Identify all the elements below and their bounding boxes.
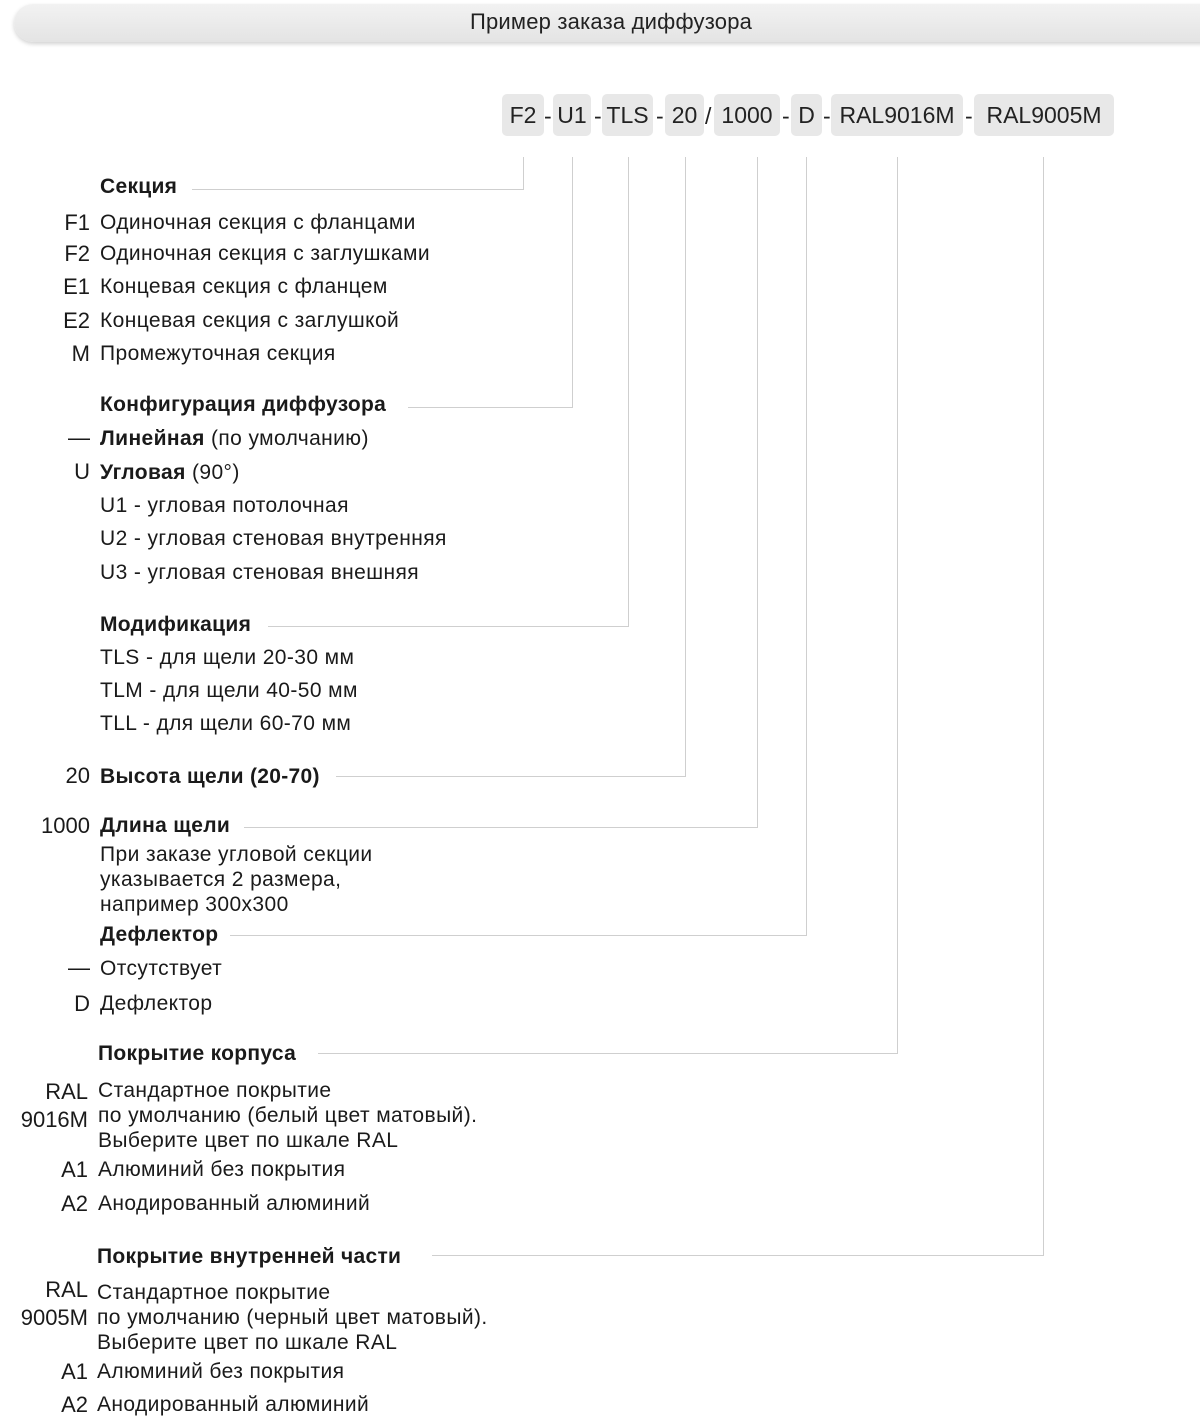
section-key-f2: F2 xyxy=(64,241,90,266)
config-key-linear: — xyxy=(68,425,90,450)
body-coating-key-a1: A1 xyxy=(61,1157,88,1182)
leader-line-section xyxy=(192,157,524,190)
inner-coating-key-a2: A2 xyxy=(61,1392,88,1417)
inner-coating-ral-text: Стандартное покрытие по умолчанию (черны… xyxy=(97,1280,488,1355)
body-coating-text-a1: Алюминий без покрытия xyxy=(98,1158,346,1181)
body-coating-ral-text: Стандартное покрытие по умолчанию (белый… xyxy=(98,1078,477,1153)
config-linear-name: Линейная xyxy=(100,427,205,450)
code-separator: - xyxy=(782,103,790,129)
code-separator: - xyxy=(656,103,664,129)
header-bar xyxy=(14,4,1200,42)
length-note: При заказе угловой секции указывается 2 … xyxy=(100,842,373,917)
length-note-line: указывается 2 размера, xyxy=(100,868,342,891)
code-part-deflector: D xyxy=(791,94,822,136)
inner-coating-text-a1: Алюминий без покрытия xyxy=(97,1360,345,1383)
leader-line-deflector xyxy=(230,157,807,936)
body-coating-ral-key-line: RAL xyxy=(45,1079,88,1104)
modification-tls: TLS - для щели 20-30 мм xyxy=(100,646,355,669)
body-coating-title: Покрытие корпуса xyxy=(98,1042,297,1065)
config-sub-u1: U1 - угловая потолочная xyxy=(100,494,349,517)
body-coating-ral-line: Выберите цвет по шкале RAL xyxy=(98,1129,399,1152)
config-angular: Угловая (90°) xyxy=(100,461,240,485)
deflector-key-none: — xyxy=(68,955,90,980)
leader-line-height xyxy=(336,157,686,777)
config-title: Конфигурация диффузора xyxy=(100,393,387,416)
config-angular-note: (90°) xyxy=(185,461,240,484)
leader-line-length xyxy=(244,157,758,828)
code-part-config: U1 xyxy=(553,94,591,136)
code-part-height: 20 xyxy=(665,94,704,136)
body-coating-ral-line: по умолчанию (белый цвет матовый). xyxy=(98,1104,478,1127)
section-key-e2: E2 xyxy=(63,308,90,333)
config-angular-name: Угловая xyxy=(100,461,186,484)
modification-tll: TLL - для щели 60-70 мм xyxy=(100,712,352,735)
config-linear-note: (по умолчанию) xyxy=(204,427,369,450)
code-part-modification: TLS xyxy=(602,94,653,136)
inner-coating-ral-line: по умолчанию (черный цвет матовый). xyxy=(97,1306,488,1329)
config-sub-u3: U3 - угловая стеновая внешняя xyxy=(100,561,420,584)
page-title: Пример заказа диффузора xyxy=(469,9,753,34)
inner-coating-title: Покрытие внутренней части xyxy=(97,1245,402,1268)
inner-coating-ral-line: Стандартное покрытие xyxy=(97,1281,331,1304)
leader-line-body-coating xyxy=(318,157,898,1054)
code-separator: - xyxy=(965,103,973,129)
code-part-body-coating: RAL9016M xyxy=(831,94,963,136)
modification-tlm: TLM - для щели 40-50 мм xyxy=(100,679,358,702)
inner-coating-ral-key-line: RAL xyxy=(45,1277,88,1302)
modification-title: Модификация xyxy=(100,613,252,636)
inner-coating-ral-line: Выберите цвет по шкале RAL xyxy=(97,1331,398,1354)
code-separator: - xyxy=(594,103,602,129)
body-coating-ral-key-line: 9016M xyxy=(20,1107,88,1132)
section-key-f1: F1 xyxy=(64,210,90,235)
body-coating-ral-key: RAL 9016M xyxy=(21,1078,88,1134)
config-linear: Линейная (по умолчанию) xyxy=(100,427,369,451)
leader-line-modification xyxy=(268,157,629,627)
code-part-inner-coating: RAL9005M xyxy=(974,94,1114,136)
code-separator: - xyxy=(823,103,831,129)
body-coating-ral-line: Стандартное покрытие xyxy=(98,1079,332,1102)
section-text-m: Промежуточная секция xyxy=(100,342,336,365)
height-title: Высота щели (20-70) xyxy=(100,765,320,788)
section-text-e2: Концевая секция с заглушкой xyxy=(100,309,400,332)
section-key-m: M xyxy=(71,341,90,366)
length-key: 1000 xyxy=(41,813,90,838)
section-key-e1: E1 xyxy=(63,274,90,299)
section-title: Секция xyxy=(100,175,178,198)
deflector-title: Дефлектор xyxy=(100,923,219,946)
code-separator: / xyxy=(705,103,712,129)
inner-coating-key-a1: A1 xyxy=(61,1359,88,1384)
deflector-text-none: Отсутствует xyxy=(100,957,223,980)
length-title: Длина щели xyxy=(100,814,231,837)
inner-coating-ral-key-line: 9005M xyxy=(20,1305,88,1330)
code-part-section: F2 xyxy=(502,94,544,136)
code-part-length: 1000 xyxy=(714,94,780,136)
deflector-key-d: D xyxy=(74,991,90,1016)
section-text-e1: Концевая секция с фланцем xyxy=(100,275,388,298)
config-sub-u2: U2 - угловая стеновая внутренняя xyxy=(100,527,447,550)
config-key-angular: U xyxy=(74,459,90,484)
length-note-line: При заказе угловой секции xyxy=(100,843,373,866)
body-coating-text-a2: Анодированный алюминий xyxy=(98,1192,371,1215)
code-separator: - xyxy=(544,103,552,129)
deflector-text-d: Дефлектор xyxy=(100,992,213,1015)
leader-line-inner-coating xyxy=(432,157,1044,1256)
inner-coating-text-a2: Анодированный алюминий xyxy=(97,1393,370,1416)
leader-line-config xyxy=(408,157,573,408)
body-coating-key-a2: A2 xyxy=(61,1191,88,1216)
length-note-line: например 300х300 xyxy=(100,893,289,916)
section-text-f2: Одиночная секция с заглушками xyxy=(100,242,430,265)
height-key: 20 xyxy=(65,763,90,788)
inner-coating-ral-key: RAL 9005M xyxy=(21,1276,88,1332)
section-text-f1: Одиночная секция с фланцами xyxy=(100,211,416,234)
